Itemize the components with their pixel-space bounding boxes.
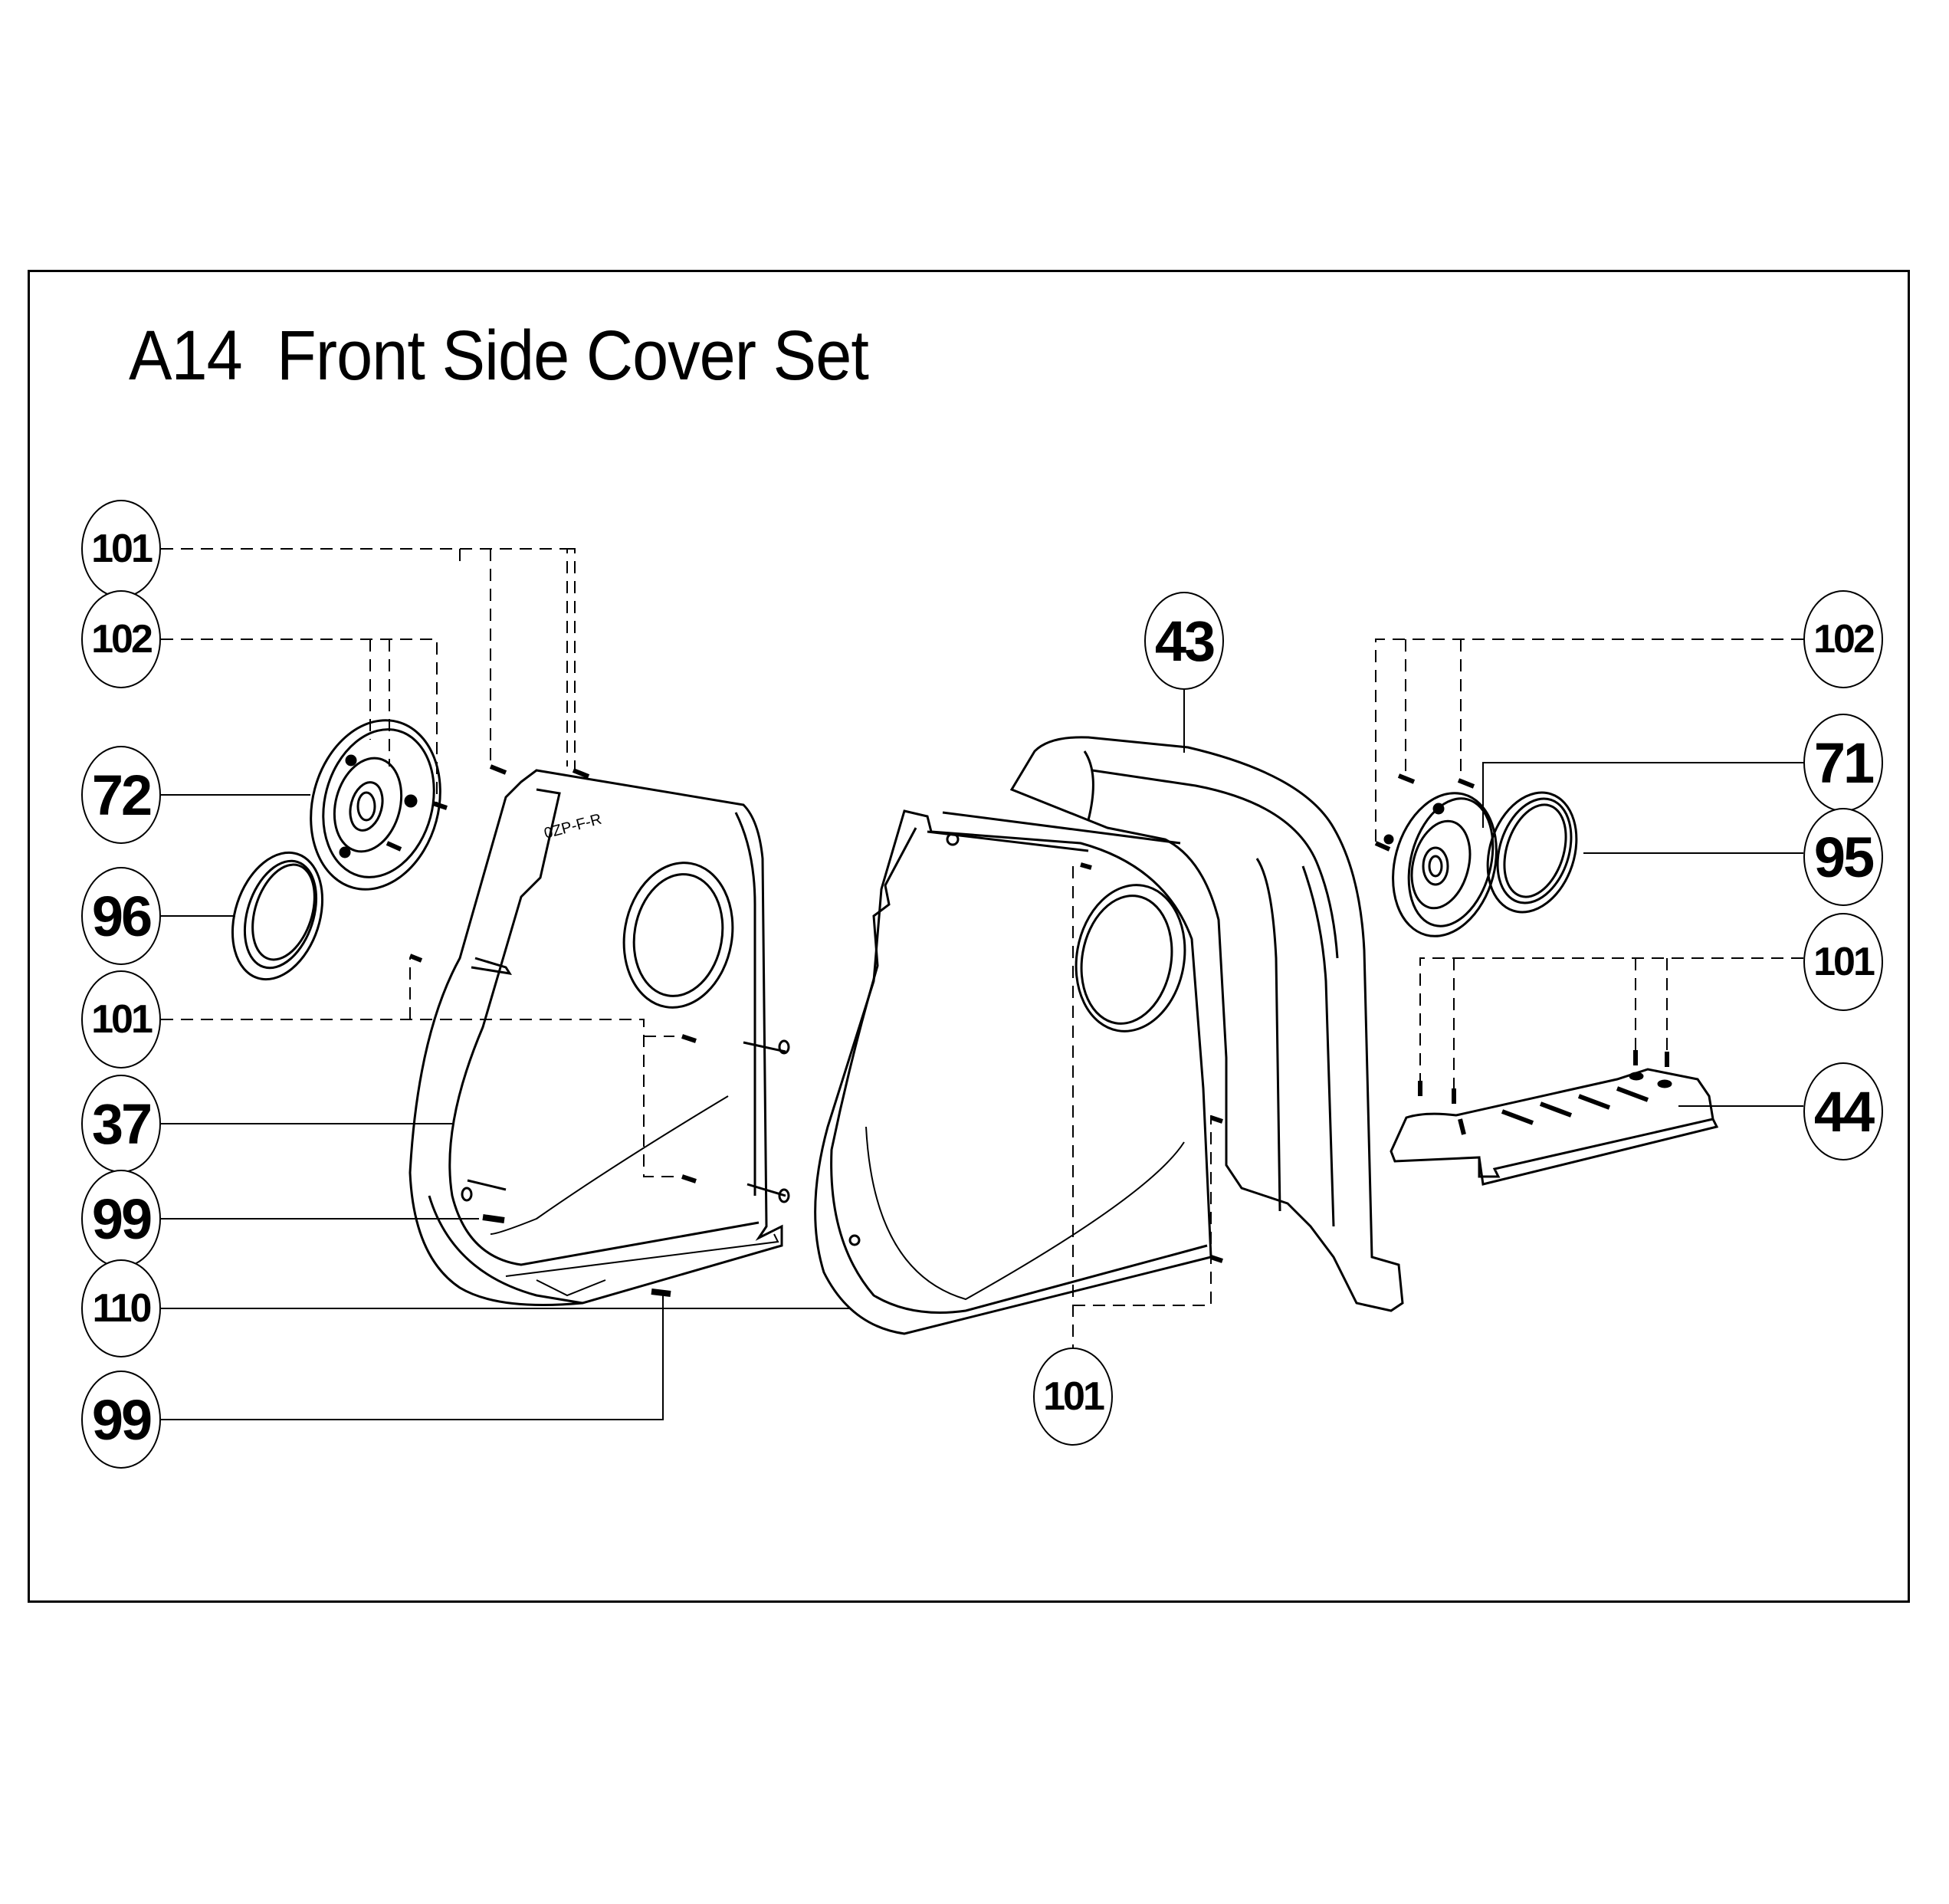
callout-101-right: 101	[1803, 913, 1883, 1011]
screws	[386, 764, 1669, 1297]
leader-101-top	[161, 548, 568, 767]
part-96-seal-ring	[231, 851, 324, 981]
part-mark-text: 0ZP-F-R	[543, 811, 604, 842]
callout-101-mid-left: 101	[81, 970, 161, 1069]
callout-95: 95	[1803, 808, 1883, 906]
part-72-bearing-housing	[310, 719, 441, 891]
part-43-top-trim	[1009, 736, 1404, 1312]
callout-72: 72	[81, 746, 161, 844]
callout-label: 102	[91, 617, 153, 661]
callout-37: 37	[81, 1075, 161, 1173]
callout-label: 110	[92, 1286, 153, 1331]
part-44-trim-plate	[1390, 1068, 1719, 1186]
leader-101-right	[1419, 957, 1803, 1082]
part-37-inner-frame	[409, 769, 790, 1306]
callout-label: 99	[91, 1387, 153, 1452]
callout-label: 101	[91, 997, 153, 1042]
diagram-frame	[28, 270, 1910, 1603]
callout-label: 99	[91, 1187, 153, 1251]
callout-label: 72	[91, 763, 153, 827]
part-95-seal-ring	[1486, 791, 1578, 914]
callout-99-lower: 99	[81, 1371, 161, 1469]
callout-71: 71	[1803, 714, 1883, 812]
callout-101-top-left: 101	[81, 500, 161, 598]
callout-label: 44	[1813, 1079, 1875, 1144]
leader-lines	[161, 548, 1803, 1420]
callout-44: 44	[1803, 1062, 1883, 1160]
part-71-bearing-housing	[1383, 792, 1498, 937]
callout-43: 43	[1144, 592, 1224, 690]
callout-label: 101	[1813, 940, 1875, 984]
callout-label: 96	[91, 884, 153, 948]
callout-102-right: 102	[1803, 590, 1883, 688]
callout-label: 101	[91, 527, 153, 571]
callout-label: 37	[91, 1092, 153, 1156]
part-110-outer-cover	[814, 809, 1212, 1335]
leader-101-mid	[161, 1019, 674, 1177]
leader-99-lower	[161, 1295, 664, 1420]
callout-label: 102	[1813, 617, 1875, 661]
callout-label: 43	[1154, 609, 1216, 673]
callout-99-upper: 99	[81, 1170, 161, 1268]
leader-102-left	[161, 638, 438, 805]
callout-101-bottom: 101	[1033, 1348, 1113, 1446]
callout-110: 110	[81, 1259, 161, 1357]
diagram-title: A14 Front Side Cover Set	[129, 317, 869, 395]
callout-label: 101	[1043, 1374, 1105, 1419]
leader-102-right	[1375, 638, 1803, 842]
callout-label: 71	[1813, 730, 1875, 795]
callout-102-left: 102	[81, 590, 161, 688]
callout-label: 95	[1813, 825, 1875, 889]
callout-96: 96	[81, 867, 161, 965]
